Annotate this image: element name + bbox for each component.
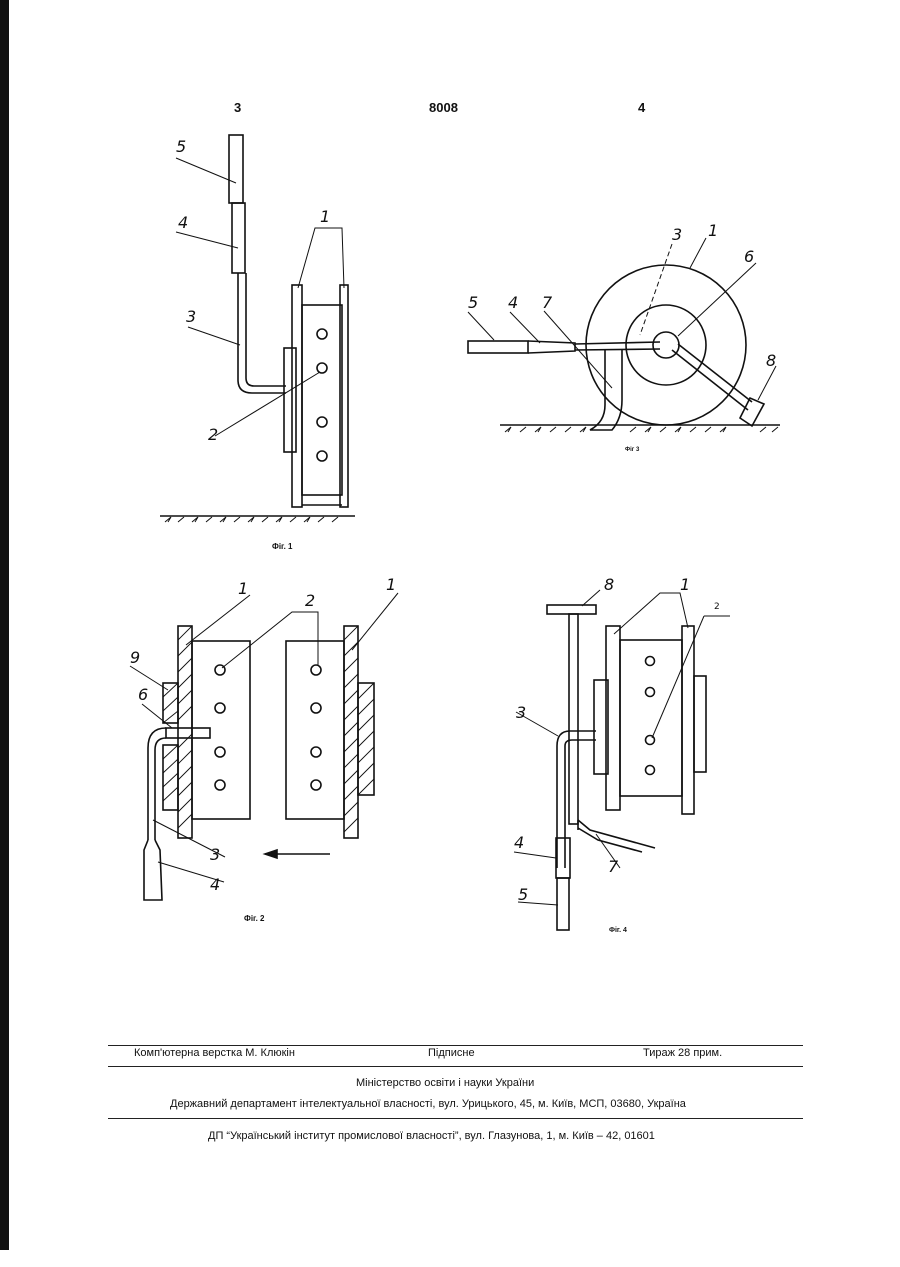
fig3-label-4: 4 <box>508 293 518 312</box>
fig2-caption: Фіг. 2 <box>244 914 264 923</box>
hub <box>626 305 706 385</box>
blade-7 <box>590 350 622 430</box>
fig3-caption: Фіг 3 <box>625 447 639 453</box>
fig2-label-9: 9 <box>130 648 140 667</box>
figure-1 <box>160 135 355 522</box>
plate-1 <box>302 305 342 495</box>
subscription-note: Підписне <box>428 1047 475 1059</box>
fig4-label-1: 1 <box>680 575 690 594</box>
rod-3 <box>557 731 596 868</box>
plate-1 <box>620 640 682 796</box>
bracket-2 <box>284 348 296 452</box>
frame-post-left <box>292 285 302 507</box>
wheel-1 <box>586 265 746 425</box>
ministry-line: Міністерство освіти і науки України <box>356 1077 534 1089</box>
fig3-label-3: 3 <box>672 225 682 244</box>
bracket-lower <box>163 745 178 810</box>
fig3-label-7: 7 <box>542 293 553 312</box>
hole <box>317 329 327 339</box>
fork-7 <box>578 820 655 852</box>
typesetting-credit: Комп'ютерна верстка М. Клюкін <box>134 1047 295 1059</box>
handle-4 <box>556 838 570 878</box>
footer-rule-top <box>108 1045 803 1046</box>
handle-5 <box>557 878 569 930</box>
footer-rule-middle <box>108 1066 803 1067</box>
bar-1-right <box>344 626 358 838</box>
fig1-label-5: 5 <box>176 137 186 156</box>
foot-8 <box>740 398 764 426</box>
fig4-label-4: 4 <box>514 833 524 852</box>
fig2-label-2: 2 <box>305 591 315 610</box>
fig2-label-6: 6 <box>138 685 148 704</box>
shaft <box>569 614 578 824</box>
foot-bar-8 <box>547 605 596 614</box>
fig4-label-2: 2 <box>714 602 720 612</box>
plate-left <box>192 641 250 819</box>
department-line: Державний департамент інтелектуальної вл… <box>170 1098 686 1110</box>
bar-1-left <box>178 626 192 838</box>
figure-2 <box>130 593 398 900</box>
institute-line: ДП “Український інститут промислової вла… <box>208 1130 655 1142</box>
fig4-caption: Фіг. 4 <box>609 927 627 934</box>
fig1-label-4: 4 <box>178 213 188 232</box>
handle-5 <box>468 341 528 353</box>
fig3-label-8: 8 <box>766 351 776 370</box>
fig3-label-1: 1 <box>708 221 718 240</box>
fig4-label-5: 5 <box>518 885 528 904</box>
handle-4 <box>528 341 575 353</box>
fig2-label-1-right: 1 <box>386 575 396 594</box>
handle-4 <box>144 840 162 900</box>
handle-section-4 <box>232 203 245 273</box>
fig1-label-1: 1 <box>320 207 330 226</box>
fig1-label-2: 2 <box>208 425 218 444</box>
handle-section-5 <box>229 135 243 203</box>
footer-rule-bottom <box>108 1118 803 1119</box>
fig2-label-3: 3 <box>210 845 220 864</box>
fig1-caption: Фіг. 1 <box>272 542 292 551</box>
fig3-label-5: 5 <box>468 293 478 312</box>
fig4-label-8: 8 <box>604 575 614 594</box>
fig4-label-7: 7 <box>608 857 619 876</box>
fig2-label-1-left: 1 <box>238 579 248 598</box>
axle-6 <box>653 332 679 358</box>
fig1-label-3: 3 <box>186 307 196 326</box>
fig4-label-3: 3 <box>516 703 526 722</box>
fig3-label-6: 6 <box>744 247 754 266</box>
figure-3 <box>468 238 780 432</box>
figure-4 <box>514 590 730 930</box>
circulation-note: Тираж 28 прим. <box>643 1047 722 1059</box>
pin-6 <box>166 728 210 738</box>
plate-right <box>286 641 344 819</box>
fig2-label-4: 4 <box>210 875 220 894</box>
